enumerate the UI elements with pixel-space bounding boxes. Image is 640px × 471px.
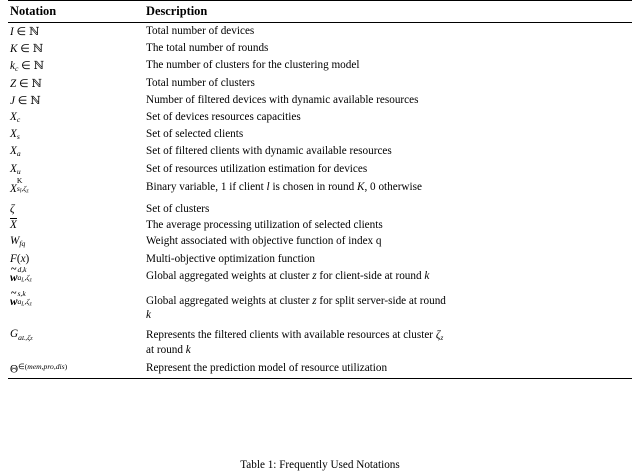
table-row: K ∈ ℕ The total number of rounds <box>8 40 632 57</box>
table-caption: Table 1: Frequently Used Notations <box>240 459 400 471</box>
description-cell: Number of filtered devices with dynamic … <box>146 94 419 107</box>
description-cell: Binary variable, 1 if client l is chosen… <box>146 181 422 194</box>
description-cell: Multi-objective optimization function <box>146 252 316 265</box>
table-row: wd,kaL,ζz Global aggregated weights at c… <box>8 266 632 291</box>
description-cell: Set of devices resources capacities <box>146 111 301 124</box>
description-cell: Set of selected clients <box>146 128 244 141</box>
table-row: Wfq Weight associated with objective fun… <box>8 233 632 250</box>
notation-cell: I ∈ ℕ <box>10 25 40 38</box>
description-cell: Set of filtered clients with dynamic ava… <box>146 145 392 158</box>
table-row: Xa Set of filtered clients with dynamic … <box>8 143 632 160</box>
table-row: J ∈ ℕ Number of filtered devices with dy… <box>8 92 632 109</box>
table-header: Notation Description <box>8 0 632 23</box>
description-cell: Global aggregated weights at cluster z f… <box>146 270 430 282</box>
description-cell: The total number of rounds <box>146 42 269 54</box>
table-row: GaL,ζz Represents the filtered clients w… <box>8 325 632 360</box>
description-cell: Global aggregated weights at cluster z f… <box>146 294 446 322</box>
table-row: Θ∈(mem,pro,dis) Represent the prediction… <box>8 360 632 379</box>
table-row: Z ∈ ℕ Total number of clusters <box>8 75 632 92</box>
description-cell: The average processing utilization of se… <box>146 219 383 232</box>
table-row: ws,kaL,ζz Global aggregated weights at c… <box>8 289 632 325</box>
table-row: X The average processing utilization of … <box>8 217 632 233</box>
notation-cell: F(x) <box>10 252 30 265</box>
notation-cell: Z ∈ ℕ <box>10 77 42 91</box>
notation-cell: ws,kaL,ζz <box>8 289 140 325</box>
notation-table-page: Notation Description I ∈ ℕ Total number … <box>8 0 632 379</box>
notation-cell: kc ∈ ℕ <box>10 59 44 74</box>
notation-cell: Xc <box>10 111 21 125</box>
notation-cell: GaL,ζz <box>10 328 33 342</box>
description-cell: Represent the prediction model of resour… <box>146 362 388 375</box>
description-cell: Set of clusters <box>146 203 210 216</box>
description-cell: Weight associated with objective functio… <box>146 235 382 248</box>
table-row: kc ∈ ℕ The number of clusters for the cl… <box>8 57 632 75</box>
table-row: Xs Set of selected clients <box>8 126 632 143</box>
notation-cell: K ∈ ℕ <box>10 42 44 55</box>
notation-cell: J ∈ ℕ <box>10 94 41 108</box>
notation-cell: Xa <box>10 145 21 159</box>
table-row: Xc Set of devices resources capacities <box>8 109 632 126</box>
notation-cell: Wfq <box>10 235 26 249</box>
notation-cell: ζ <box>10 203 15 216</box>
notation-cell: Θ∈(mem,pro,dis) <box>10 362 68 376</box>
table-row: ζ Set of clusters <box>8 201 632 217</box>
notation-cell: Xs <box>10 128 20 142</box>
column-header-notation: Notation <box>8 0 140 23</box>
column-header-description: Description <box>140 0 632 23</box>
description-cell: Total number of devices <box>146 25 255 37</box>
notation-cell: X <box>10 218 17 232</box>
table-row: Xu Set of resources utilization estimati… <box>8 161 632 178</box>
table-row: F(x) Multi-objective optimization functi… <box>8 251 632 267</box>
description-cell: Total number of clusters <box>146 77 255 90</box>
notation-cell: Xu <box>10 162 21 176</box>
table-row: I ∈ ℕ Total number of devices <box>8 23 632 41</box>
description-cell: The number of clusters for the clusterin… <box>146 59 360 71</box>
table-body: I ∈ ℕ Total number of devices K ∈ ℕ The … <box>8 23 632 379</box>
description-cell: Represents the filtered clients with ava… <box>146 329 444 357</box>
notation-table: Notation Description I ∈ ℕ Total number … <box>8 0 632 379</box>
table-header-row: Notation Description <box>8 0 632 23</box>
notation-cell: wd,kaL,ζz <box>8 266 140 291</box>
description-cell: Set of resources utilization estimation … <box>146 162 368 175</box>
